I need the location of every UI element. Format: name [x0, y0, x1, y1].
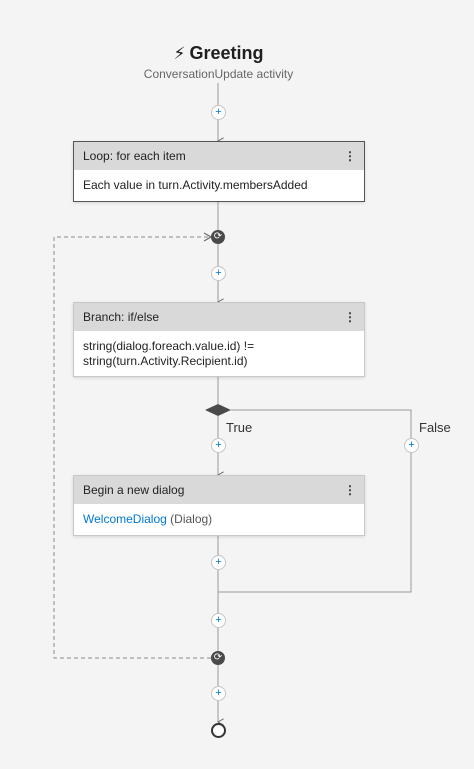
branch-condition-line1: string(dialog.foreach.value.id) != [83, 339, 255, 353]
add-action-button[interactable]: + [211, 555, 226, 570]
add-action-button[interactable]: + [211, 686, 226, 701]
more-options-icon[interactable]: ⋮ [344, 310, 356, 324]
loop-card-header: Loop: for each item ⋮ [74, 142, 364, 170]
flow-end-node [211, 723, 226, 738]
dialog-name-link[interactable]: WelcomeDialog [83, 512, 167, 526]
branch-condition-line2: string(turn.Activity.Recipient.id) [83, 354, 248, 368]
loop-card-title: Loop: for each item [83, 149, 186, 163]
branch-card-title: Branch: if/else [83, 310, 160, 324]
branch-card-header: Branch: if/else ⋮ [74, 303, 364, 331]
loop-back-path [53, 236, 218, 659]
loop-card-body: Each value in turn.Activity.membersAdded [83, 178, 308, 192]
loop-foreach-card[interactable]: Loop: for each item ⋮ Each value in turn… [73, 141, 365, 202]
dialog-type-label: (Dialog) [170, 512, 213, 526]
trigger-title-text: Greeting [189, 43, 264, 63]
trigger-subtitle: ConversationUpdate activity [143, 67, 294, 81]
loop-end-icon: ⟳ [211, 651, 225, 665]
begin-dialog-card[interactable]: Begin a new dialog ⋮ WelcomeDialog (Dial… [73, 475, 365, 536]
lightning-bolt-icon: ⚡︎ [173, 44, 186, 63]
add-action-button[interactable]: + [211, 105, 226, 120]
more-options-icon[interactable]: ⋮ [344, 149, 356, 163]
false-branch-label: False [419, 420, 451, 435]
branch-condition: string(dialog.foreach.value.id) != strin… [74, 331, 364, 376]
connector-false-path [218, 409, 412, 593]
begin-dialog-card-body: WelcomeDialog (Dialog) [74, 504, 364, 535]
add-action-button[interactable]: + [211, 613, 226, 628]
add-action-button[interactable]: + [211, 438, 226, 453]
begin-dialog-card-header: Begin a new dialog ⋮ [74, 476, 364, 504]
branch-diamond [205, 404, 231, 416]
begin-dialog-card-title: Begin a new dialog [83, 483, 185, 497]
add-action-button[interactable]: + [211, 266, 226, 281]
true-branch-label: True [226, 420, 253, 435]
loop-start-icon: ⟳ [211, 230, 225, 244]
more-options-icon[interactable]: ⋮ [344, 483, 356, 497]
branch-ifelse-card[interactable]: Branch: if/else ⋮ string(dialog.foreach.… [73, 302, 365, 377]
add-action-button[interactable]: + [404, 438, 419, 453]
trigger-title: ⚡︎Greeting [0, 43, 437, 64]
